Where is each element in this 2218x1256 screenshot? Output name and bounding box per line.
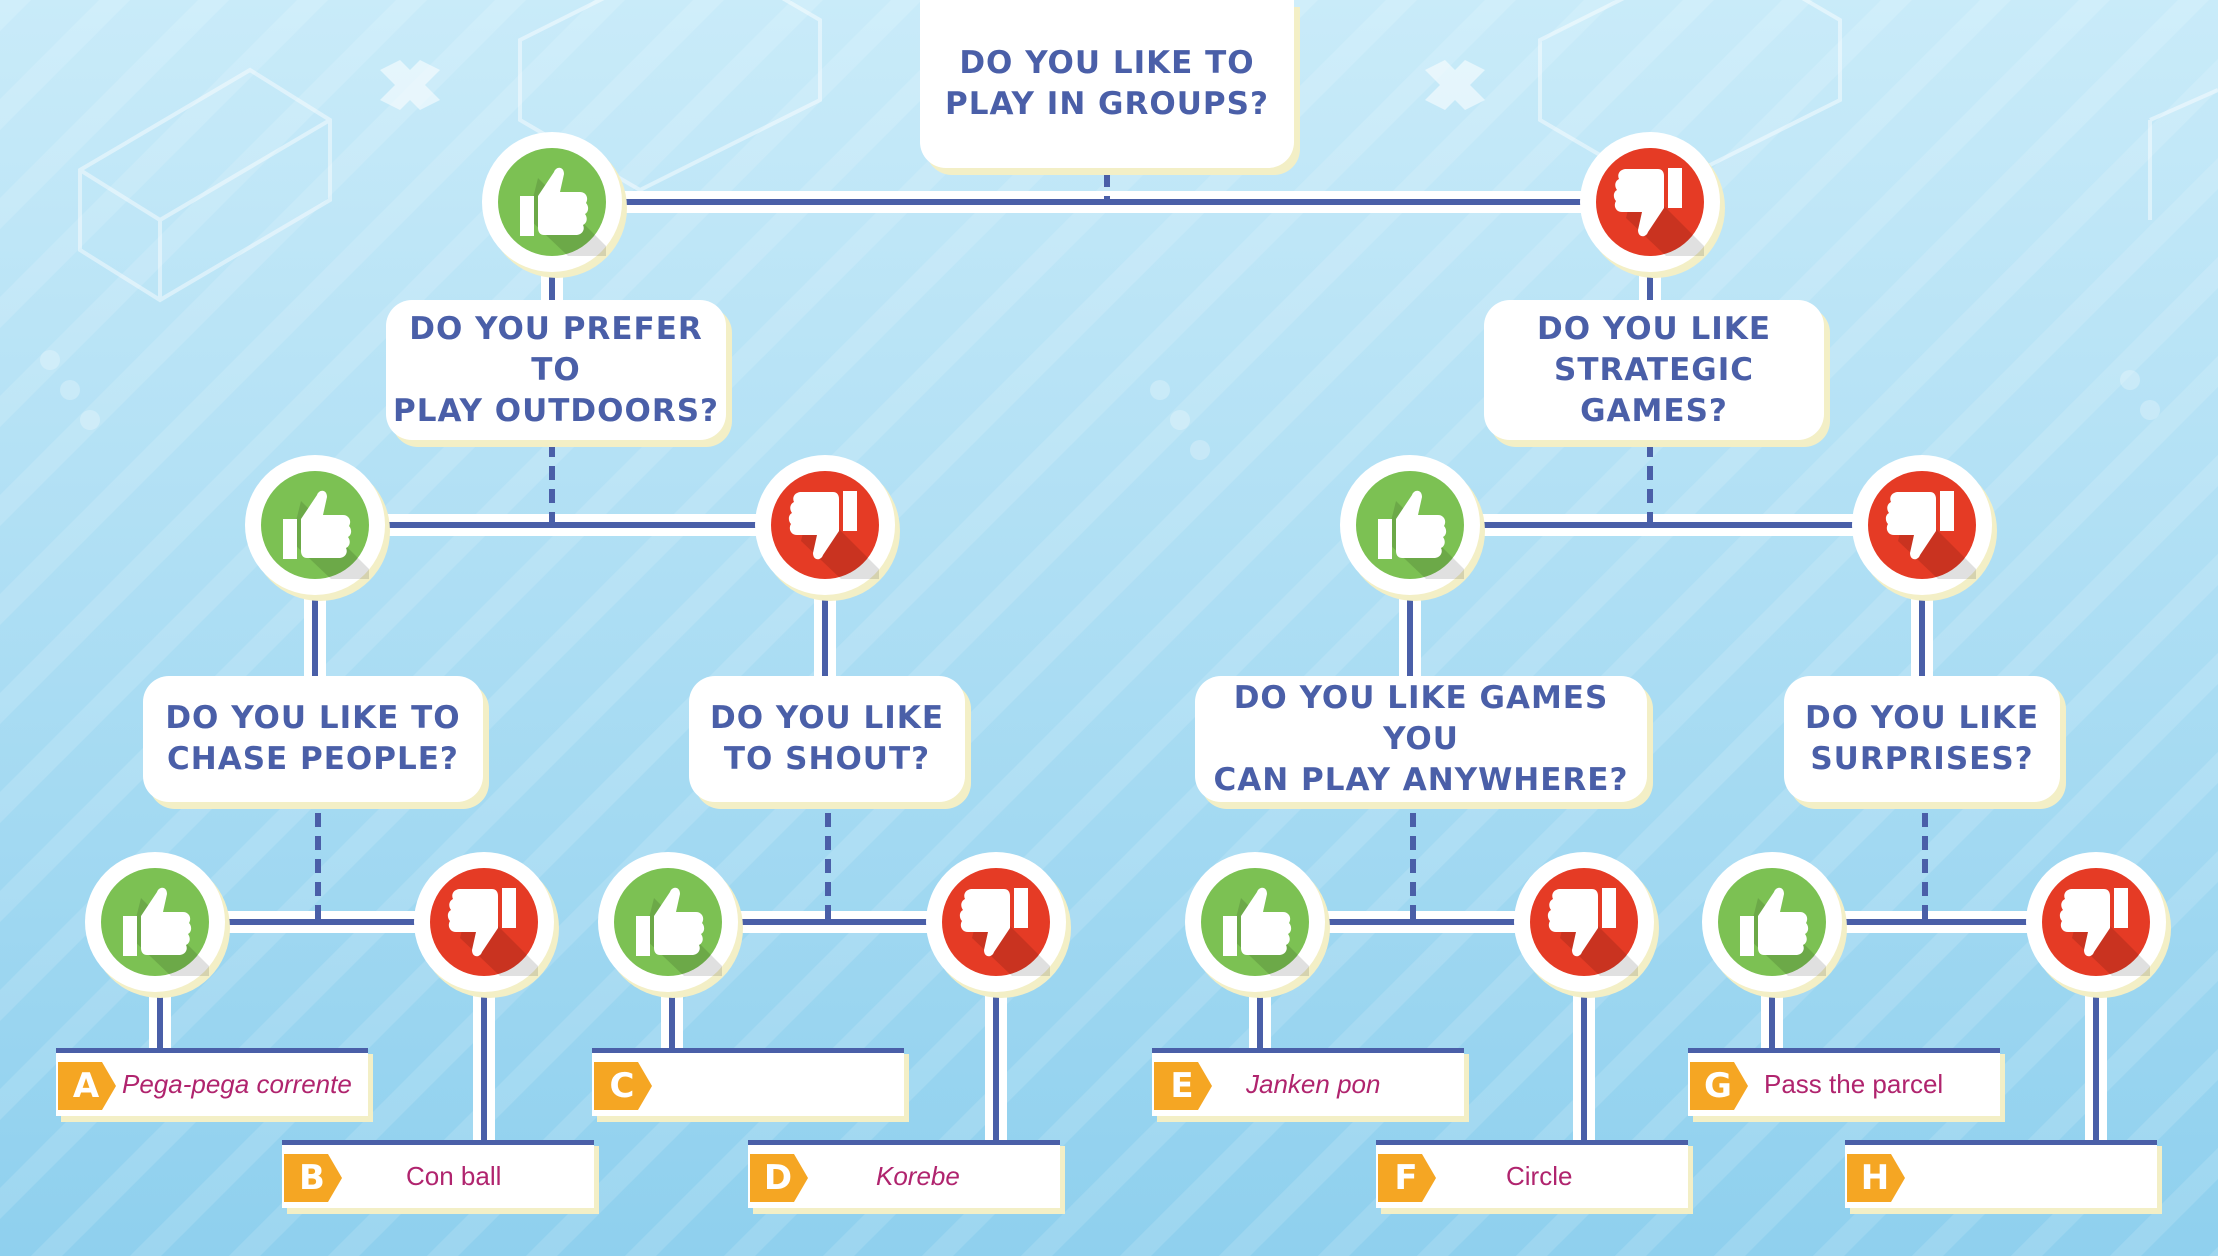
- answer-g: G Pass the parcel: [1688, 1048, 2000, 1116]
- thumbs-up-icon: [1740, 887, 1826, 976]
- answer-game: [1925, 1145, 2145, 1208]
- thumbs-down-icon: [2059, 888, 2150, 976]
- thumbs-up-icon: [1223, 887, 1309, 976]
- no-node-shout: [926, 852, 1066, 992]
- yes-node-anywhere: [1185, 852, 1325, 992]
- answer-game: [672, 1053, 892, 1116]
- badge-f: F: [1378, 1154, 1444, 1202]
- no-node-strategic: [1852, 455, 1992, 595]
- thumbs-down-icon: [1885, 491, 1976, 579]
- badge-h: H: [1847, 1154, 1913, 1202]
- thumbs-up-icon: [636, 887, 722, 976]
- yes-node-outdoors: [245, 455, 385, 595]
- question-anywhere: DO YOU LIKE GAMES YOU CAN PLAY ANYWHERE?: [1195, 676, 1647, 802]
- answer-c: C: [592, 1048, 904, 1116]
- question-outdoors: DO YOU PREFER TO PLAY OUTDOORS?: [386, 300, 726, 440]
- question-chase: DO YOU LIKE TO CHASE PEOPLE?: [143, 676, 483, 802]
- no-node-surprises: [2026, 852, 2166, 992]
- answer-a: A Pega-pega corrente: [56, 1048, 368, 1116]
- badge-a: A: [58, 1062, 124, 1110]
- no-node-chase: [414, 852, 554, 992]
- answer-h: H: [1845, 1140, 2157, 1208]
- question-strategic: DO YOU LIKE STRATEGIC GAMES?: [1484, 300, 1824, 440]
- yes-node-chase: [85, 852, 225, 992]
- no-node-root: [1580, 132, 1720, 272]
- badge-e: E: [1154, 1062, 1220, 1110]
- no-node-anywhere: [1514, 852, 1654, 992]
- answer-e: E Janken pon: [1152, 1048, 1464, 1116]
- answer-game: Pass the parcel: [1764, 1069, 1944, 1099]
- thumbs-up-icon: [1378, 490, 1464, 579]
- answer-game: Janken pon: [1246, 1069, 1381, 1099]
- question-shout: DO YOU LIKE TO SHOUT?: [689, 676, 965, 802]
- thumbs-down-icon: [788, 491, 879, 579]
- thumbs-down-icon: [1613, 168, 1704, 256]
- yes-node-root: [482, 132, 622, 272]
- answer-game: Pega-pega corrente: [122, 1069, 352, 1099]
- question-root: DO YOU LIKE TO PLAY IN GROUPS?: [920, 0, 1294, 168]
- answer-game: Korebe: [876, 1161, 960, 1191]
- answer-f: F Circle: [1376, 1140, 1688, 1208]
- thumbs-up-icon: [520, 167, 606, 256]
- badge-c: C: [594, 1062, 660, 1110]
- thumbs-down-icon: [959, 888, 1050, 976]
- question-surprises: DO YOU LIKE SURPRISES?: [1784, 676, 2060, 802]
- no-node-outdoors: [755, 455, 895, 595]
- thumbs-down-icon: [1547, 888, 1638, 976]
- yes-node-strategic: [1340, 455, 1480, 595]
- yes-node-shout: [598, 852, 738, 992]
- thumbs-up-icon: [283, 490, 369, 579]
- answer-game: Circle: [1506, 1161, 1573, 1191]
- thumbs-up-icon: [123, 887, 209, 976]
- yes-node-surprises: [1702, 852, 1842, 992]
- answer-d: D Korebe: [748, 1140, 1060, 1208]
- thumbs-down-icon: [447, 888, 538, 976]
- badge-d: D: [750, 1154, 816, 1202]
- badge-g: G: [1690, 1062, 1756, 1110]
- answer-b: B Con ball: [282, 1140, 594, 1208]
- answer-game: Con ball: [406, 1161, 502, 1191]
- badge-b: B: [284, 1154, 350, 1202]
